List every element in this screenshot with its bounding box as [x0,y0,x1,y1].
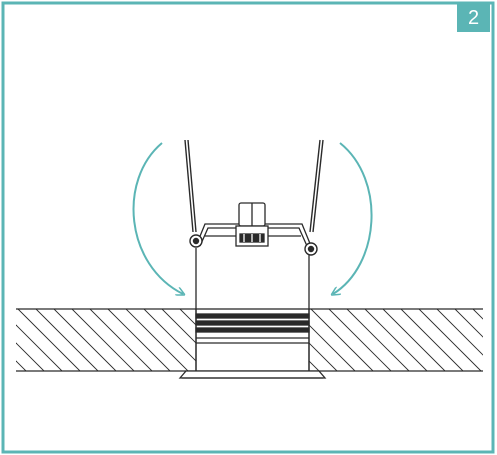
hatch-line [454,309,483,338]
hatch-line [400,309,464,371]
hatch-line [309,342,338,371]
hatch-line [310,309,374,371]
hatch-line [161,309,196,344]
spring-clip-right [304,139,324,256]
hatch-line [35,309,99,371]
hatch-line [16,324,63,371]
rotate-arrow-left [132,142,183,294]
hatch-line [179,309,196,326]
step-number-badge: 2 [467,7,480,29]
hatch-line [89,309,153,371]
hatch-line [346,309,410,371]
rotate-arrow-right [333,142,373,294]
hatch-line [125,309,189,371]
hatch-line [328,309,392,371]
hatch-line [382,309,446,371]
hatch-line [436,309,483,356]
ceiling-left [16,308,196,372]
hatch-line [17,309,81,371]
hatch-line [107,309,171,371]
hatch-line [364,309,428,371]
hatch-line [309,324,356,371]
hatch-line [16,342,45,371]
spring-clip-left [184,139,203,248]
hatch-line [53,309,117,371]
ceiling-right [309,308,483,372]
downlight-body [178,202,327,379]
hatch-line [71,309,135,371]
step-badge-bg [457,4,490,32]
hatch-line [418,309,482,371]
